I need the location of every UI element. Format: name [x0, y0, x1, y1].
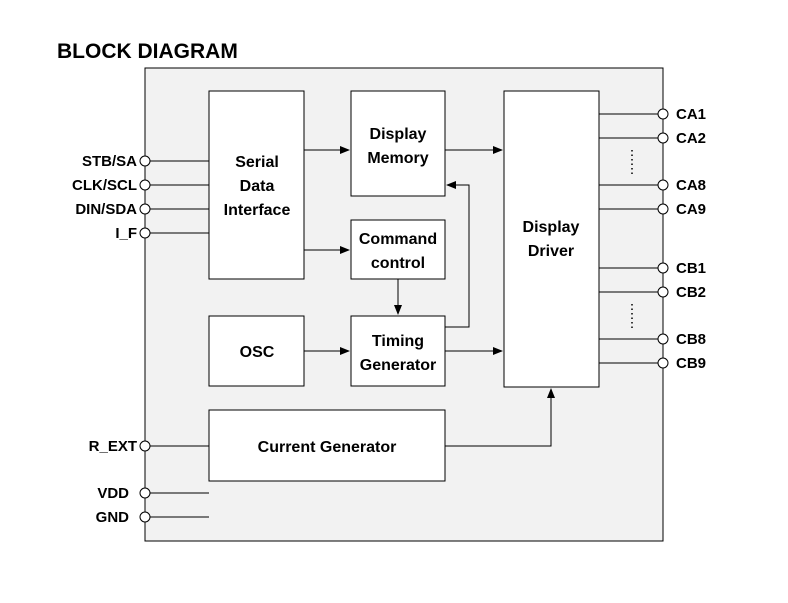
timing-generator-block: Timing Generator: [350, 315, 446, 387]
command-control-block: Command control: [350, 219, 446, 280]
ca1-label: CA1: [676, 106, 706, 123]
din-sda-terminal-icon: [139, 203, 151, 215]
pin-ca8: CA8: [599, 177, 706, 194]
r-ext-terminal-icon: [139, 440, 151, 452]
pin-vdd: VDD: [97, 485, 209, 502]
pin-ca2: CA2: [599, 130, 706, 147]
pin-i-f: I_F: [115, 225, 209, 242]
timing-generator-label-1: Timing: [372, 333, 424, 350]
r-ext-label: R_EXT: [89, 438, 137, 455]
din-sda-label: DIN/SDA: [75, 201, 137, 218]
cb9-terminal-icon: [657, 357, 669, 369]
serial-data-interface-label-3: Interface: [224, 202, 291, 219]
serial-data-interface-label-1: Serial: [235, 154, 279, 171]
display-memory-label-2: Memory: [367, 150, 428, 167]
ca9-label: CA9: [676, 201, 706, 218]
pin-ca1: CA1: [599, 106, 706, 123]
ca1-terminal-icon: [657, 108, 669, 120]
command-control-label-1: Command: [359, 231, 437, 248]
pin-cb2: CB2: [599, 284, 706, 301]
current-generator-block: Current Generator: [208, 409, 446, 482]
clk-scl-label: CLK/SCL: [72, 177, 137, 194]
display-memory-block: Display Memory: [350, 90, 446, 197]
gnd-terminal-icon: [139, 511, 151, 523]
pin-clk-scl: CLK/SCL: [72, 177, 209, 194]
serial-data-interface-label-2: Data: [240, 178, 275, 195]
display-driver-label-1: Display: [523, 219, 580, 236]
gnd-label: GND: [96, 509, 130, 526]
display-memory-label-1: Display: [370, 126, 427, 143]
osc-label: OSC: [240, 344, 275, 361]
ca2-terminal-icon: [657, 132, 669, 144]
serial-data-interface-block: Serial Data Interface: [208, 90, 305, 280]
cb2-label: CB2: [676, 284, 706, 301]
cb2-terminal-icon: [657, 286, 669, 298]
stb-sa-label: STB/SA: [82, 153, 137, 170]
cb9-label: CB9: [676, 355, 706, 372]
timing-generator-label-2: Generator: [360, 357, 436, 374]
cb1-terminal-icon: [657, 262, 669, 274]
pin-gnd: GND: [96, 509, 209, 526]
ca8-label: CA8: [676, 177, 706, 194]
i-f-terminal-icon: [139, 227, 151, 239]
clk-scl-terminal-icon: [139, 179, 151, 191]
ca8-terminal-icon: [657, 179, 669, 191]
cb1-label: CB1: [676, 260, 706, 277]
vdd-terminal-icon: [139, 487, 151, 499]
display-driver-block: Display Driver: [503, 90, 600, 388]
osc-block: OSC: [208, 315, 305, 387]
pin-cb1: CB1: [599, 260, 706, 277]
current-generator-label: Current Generator: [258, 439, 397, 456]
pin-cb9: CB9: [599, 355, 706, 372]
ca9-terminal-icon: [657, 203, 669, 215]
current-to-driver-arrow: [445, 388, 555, 447]
command-control-label-2: control: [371, 255, 425, 272]
diagram-title: BLOCK DIAGRAM: [57, 40, 238, 63]
cb8-label: CB8: [676, 331, 706, 348]
pin-ca9: CA9: [599, 201, 706, 218]
cb8-terminal-icon: [657, 333, 669, 345]
ca2-label: CA2: [676, 130, 706, 147]
pin-cb8: CB8: [599, 331, 706, 348]
display-driver-label-2: Driver: [528, 243, 574, 260]
pin-stb-sa: STB/SA: [82, 153, 209, 170]
i-f-label: I_F: [115, 225, 137, 242]
vdd-label: VDD: [97, 485, 129, 502]
timing-to-memory-arrow: [445, 181, 470, 328]
pin-din-sda: DIN/SDA: [75, 201, 209, 218]
stb-sa-terminal-icon: [139, 155, 151, 167]
pin-r-ext: R_EXT: [89, 438, 209, 455]
